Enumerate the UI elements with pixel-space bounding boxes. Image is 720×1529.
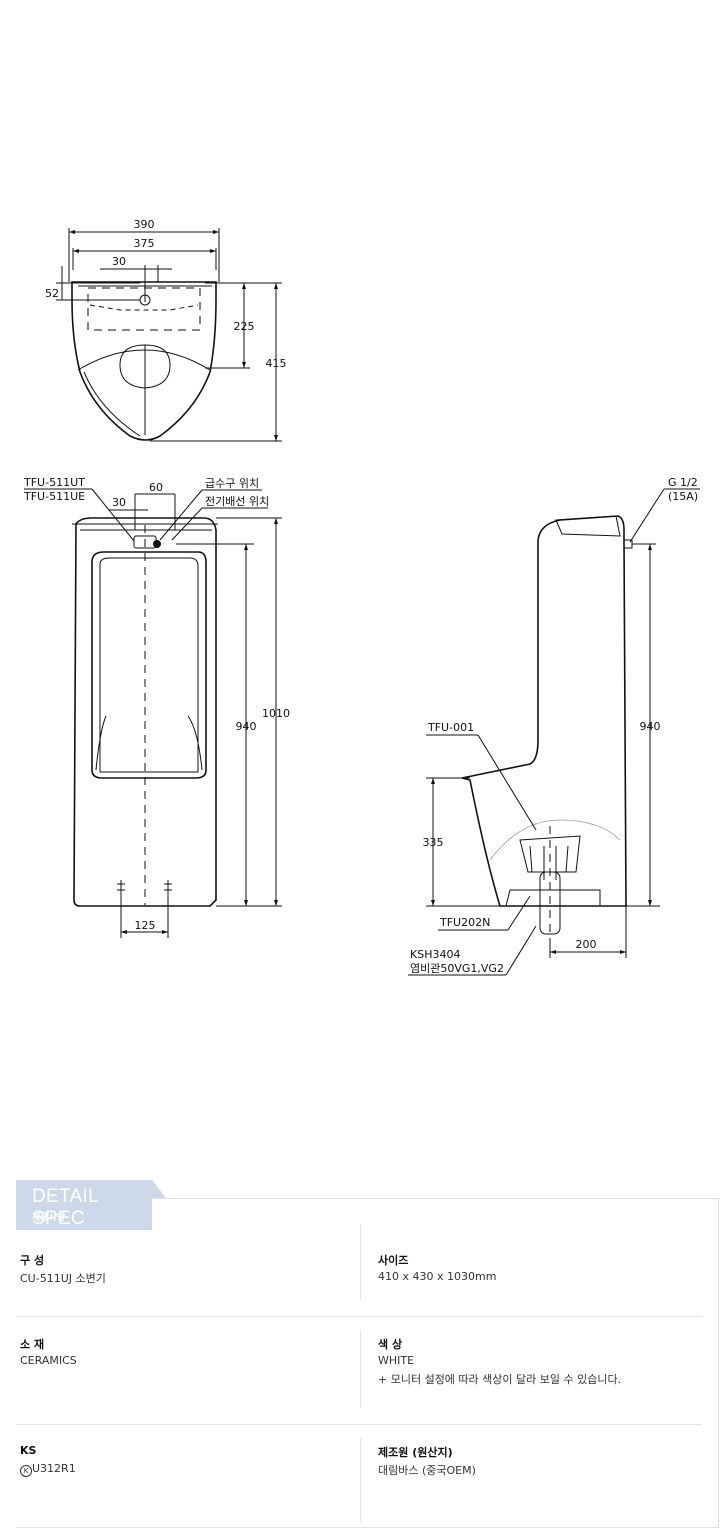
- spec-value-composition: CU-511UJ 소변기: [20, 1272, 106, 1285]
- spec-label-manufacturer: 제조원 (원산지): [378, 1446, 453, 1459]
- dim-52: 52: [45, 287, 59, 300]
- label-electric: 전기배선 위치: [205, 495, 269, 508]
- dim-940-front: 940: [236, 720, 257, 733]
- detail-spec: DETAIL SPEC 제품사양 구 성 CU-511UJ 소변기 사이즈 41…: [16, 1180, 719, 1528]
- label-tfu202n: TFU202N: [439, 916, 490, 929]
- spec-value-material: CERAMICS: [20, 1354, 77, 1367]
- label-g12: G 1/2: [668, 476, 698, 489]
- spec-value-size: 410 x 430 x 1030mm: [378, 1270, 497, 1283]
- spec-divider: [360, 1225, 361, 1299]
- spec-tab: DETAIL SPEC 제품사양: [16, 1180, 152, 1230]
- spec-row-separator: [16, 1424, 702, 1425]
- dim-1010: 1010: [262, 707, 290, 720]
- spec-value-manufacturer: 대림바스 (중국OEM): [378, 1464, 476, 1477]
- side-view: G 1/2 (15A) TFU-001 TFU202N KSH3404 염비관5…: [408, 476, 700, 976]
- spec-divider: [360, 1438, 361, 1522]
- ks-mark-icon: K: [20, 1465, 32, 1477]
- front-view-bowl: [91, 551, 207, 779]
- label-ksh3404: KSH3404: [410, 948, 460, 961]
- spec-label-composition: 구 성: [20, 1254, 45, 1267]
- spec-divider: [360, 1330, 361, 1408]
- dim-30-top: 30: [112, 255, 126, 268]
- label-water-supply: 급수구 위치: [205, 477, 259, 490]
- dim-940-side: 940: [640, 720, 661, 733]
- dim-30-front: 30: [112, 496, 126, 509]
- spec-row-separator: [16, 1316, 702, 1317]
- top-view-bowl: [119, 344, 171, 389]
- dim-415: 415: [266, 357, 287, 370]
- spec-tab-notch: [152, 1180, 166, 1198]
- top-view-body: [71, 281, 217, 441]
- dim-225: 225: [234, 320, 255, 333]
- spec-color-note: + 모니터 설정에 따라 색상이 달라 보일 수 있습니다.: [378, 1373, 622, 1386]
- spec-table: [16, 1198, 719, 1528]
- spec-label-color: 색 상: [378, 1338, 403, 1351]
- spec-label-material: 소 재: [20, 1338, 45, 1351]
- side-view-trap: [519, 835, 581, 873]
- front-view: TFU-511UT TFU-511UE 60 30 급수구 위치 전기배선 위치: [23, 476, 290, 938]
- label-tfu511ut: TFU-511UT: [23, 476, 85, 489]
- side-view-body: [461, 515, 627, 907]
- inlet-circle: [139, 294, 151, 306]
- label-tfu511ue: TFU-511UE: [23, 490, 85, 503]
- spec-label-size: 사이즈: [378, 1254, 409, 1267]
- spec-value-color: WHITE: [378, 1354, 415, 1367]
- dim-375: 375: [134, 237, 155, 250]
- label-15a: (15A): [668, 490, 698, 503]
- label-tfu001: TFU-001: [427, 721, 474, 734]
- technical-drawing: 390 375 30 52 225 415: [23, 218, 700, 976]
- spec-subtitle: 제품사양: [32, 1213, 66, 1223]
- spec-title: DETAIL SPEC: [32, 1186, 99, 1229]
- dim-335: 335: [423, 836, 444, 849]
- dim-390: 390: [134, 218, 155, 231]
- dim-60: 60: [149, 481, 163, 494]
- dim-125: 125: [135, 919, 156, 932]
- top-view: 390 375 30 52 225 415: [45, 218, 287, 442]
- spec-ks-code: U312R1: [32, 1462, 76, 1475]
- dim-200: 200: [576, 938, 597, 951]
- spec-label-ks: KS: [20, 1444, 37, 1457]
- label-pipe: 염비관50VG1,VG2: [410, 962, 504, 975]
